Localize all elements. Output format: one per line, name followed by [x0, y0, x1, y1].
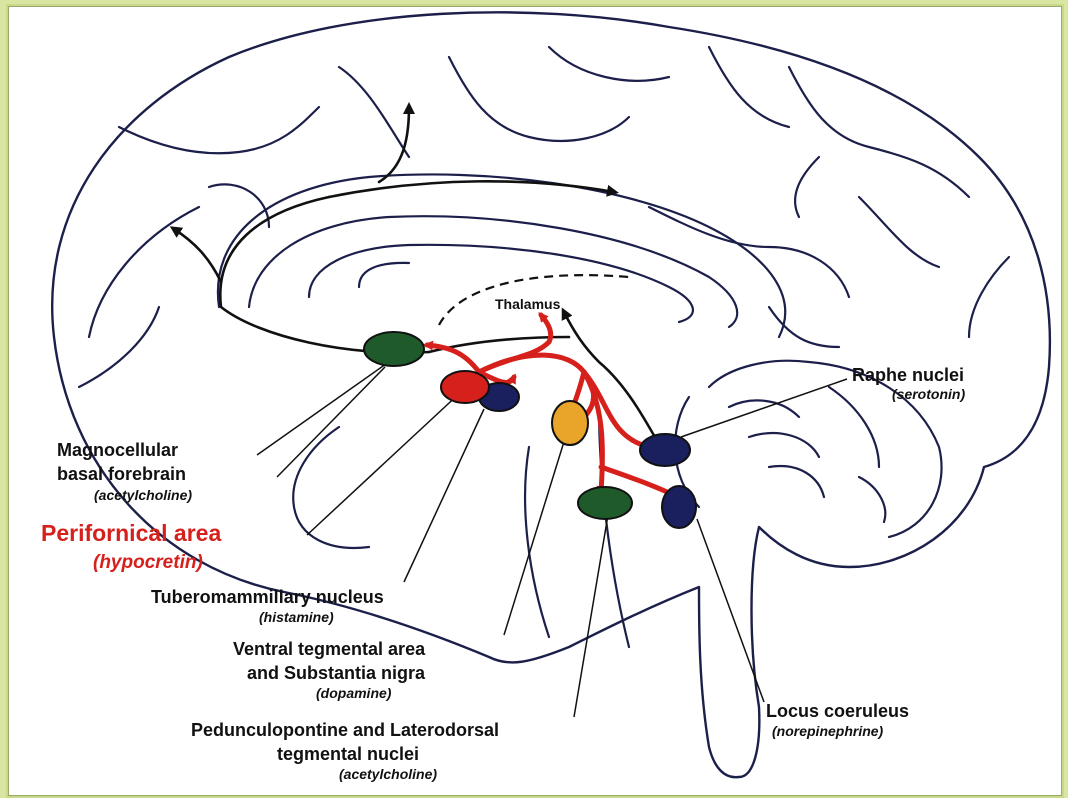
locus-coeruleus-nucleus[interactable] [662, 486, 696, 528]
brain-diagram: Thalamus Raphe nuclei (serotonin) Magnoc… [9, 7, 1061, 795]
raphe-nuclei-label: Raphe nuclei [852, 365, 964, 385]
locus-coeruleus-transmitter: (norepinephrine) [772, 723, 884, 739]
tuberomammillary-label: Tuberomammillary nucleus [151, 587, 384, 607]
magnocellular-transmitter: (acetylcholine) [94, 487, 192, 503]
fornix-curve [359, 263, 409, 287]
perifornical-area-nucleus[interactable] [441, 371, 489, 403]
magnocellular-label-line2: basal forebrain [57, 464, 186, 484]
perifornical-area-transmitter: (hypocretin) [93, 552, 203, 573]
raphe-nuclei-nucleus[interactable] [640, 434, 690, 466]
hypocretin-projections [427, 315, 677, 497]
ventral-tegmental-label-line2: and Substantia nigra [247, 663, 426, 683]
ventral-tegmental-area-nucleus[interactable] [552, 401, 588, 445]
corpus-callosum-upper [249, 216, 737, 327]
cortical-projection-arch [329, 181, 614, 197]
pedunculopontine-nucleus[interactable] [578, 487, 632, 519]
magnocellular-label-line1: Magnocellular [57, 440, 178, 460]
perifornical-area-label: Perifornical area [41, 520, 221, 546]
pedunculopontine-transmitter: (acetylcholine) [339, 766, 437, 782]
ventral-tegmental-label-line1: Ventral tegmental area [233, 639, 426, 659]
diagram-frame: Thalamus Raphe nuclei (serotonin) Magnoc… [8, 6, 1062, 796]
magnocellular-basal-forebrain-nucleus[interactable] [364, 332, 424, 366]
thalamus-label: Thalamus [495, 296, 561, 312]
raphe-nuclei-transmitter: (serotonin) [892, 386, 965, 402]
cortical-projection-left [174, 229, 221, 282]
ventral-tegmental-transmitter: (dopamine) [316, 685, 392, 701]
locus-coeruleus-label: Locus coeruleus [766, 701, 909, 721]
pedunculopontine-label-line1: Pedunculopontine and Laterodorsal [191, 720, 499, 740]
pedunculopontine-label-line2: tegmental nuclei [277, 744, 419, 764]
cingulate-gyrus [218, 174, 785, 337]
tuberomammillary-transmitter: (histamine) [259, 609, 334, 625]
